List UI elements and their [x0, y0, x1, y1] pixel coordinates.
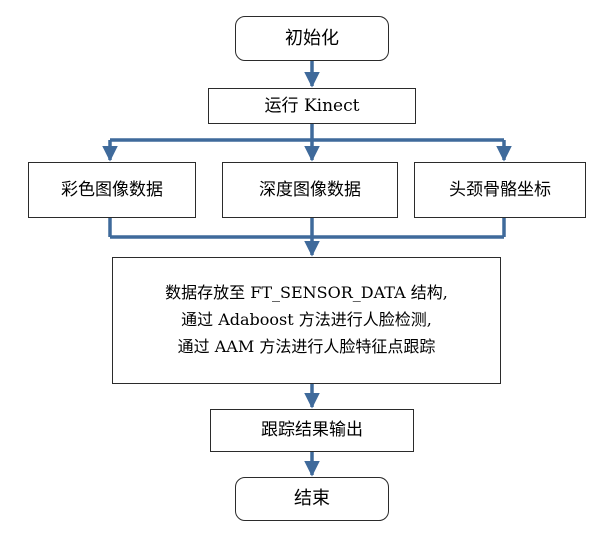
- end-node: 结束: [235, 477, 389, 521]
- start-label: 初始化: [285, 27, 339, 49]
- face-tracking-process-node: 数据存放至 FT_SENSOR_DATA 结构, 通过 Adaboost 方法进…: [112, 257, 501, 384]
- tracking-output-node: 跟踪结果输出: [210, 409, 414, 452]
- process-line-1: 数据存放至 FT_SENSOR_DATA 结构,: [165, 283, 448, 303]
- head-neck-skeleton-label: 头颈骨骼坐标: [449, 179, 551, 200]
- color-image-data-label: 彩色图像数据: [61, 179, 163, 200]
- tracking-output-label: 跟踪结果输出: [261, 420, 363, 441]
- process-line-2: 通过 Adaboost 方法进行人脸检测,: [181, 310, 432, 330]
- run-kinect-node: 运行 Kinect: [208, 88, 416, 124]
- end-label: 结束: [294, 488, 330, 510]
- start-node: 初始化: [235, 16, 389, 61]
- color-image-data-node: 彩色图像数据: [28, 162, 196, 218]
- depth-image-data-label: 深度图像数据: [259, 179, 361, 200]
- run-kinect-label: 运行 Kinect: [264, 95, 360, 116]
- depth-image-data-node: 深度图像数据: [222, 162, 398, 218]
- process-line-3: 通过 AAM 方法进行人脸特征点跟踪: [177, 336, 436, 356]
- head-neck-skeleton-node: 头颈骨骼坐标: [414, 162, 586, 218]
